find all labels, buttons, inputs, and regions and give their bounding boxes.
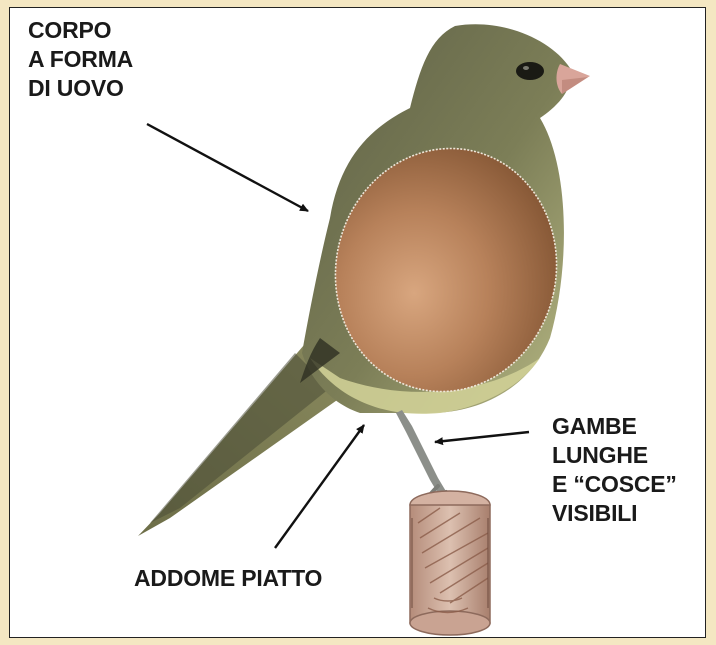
label-body-line-1: CORPO — [28, 16, 133, 45]
perch — [410, 491, 490, 635]
arrow-legs — [435, 432, 529, 442]
label-body-shape: CORPO A FORMA DI UOVO — [28, 16, 133, 103]
label-body-line-3: DI UOVO — [28, 74, 133, 103]
label-legs-line-2: LUNGHE — [552, 441, 677, 470]
arrow-abdomen — [275, 425, 364, 548]
diagram-frame: CORPO A FORMA DI UOVO GAMBE LUNGHE E “CO… — [9, 7, 706, 638]
label-abdomen-text: ADDOME PIATTO — [134, 564, 322, 593]
label-legs-line-1: GAMBE — [552, 412, 677, 441]
bird-leg — [396, 410, 450, 500]
label-body-line-2: A FORMA — [28, 45, 133, 74]
label-abdomen: ADDOME PIATTO — [134, 564, 322, 593]
bird-eye — [516, 62, 544, 80]
label-legs-line-3: E “COSCE” — [552, 470, 677, 499]
label-legs: GAMBE LUNGHE E “COSCE” VISIBILI — [552, 412, 677, 528]
label-legs-line-4: VISIBILI — [552, 499, 677, 528]
arrow-body — [147, 124, 308, 211]
